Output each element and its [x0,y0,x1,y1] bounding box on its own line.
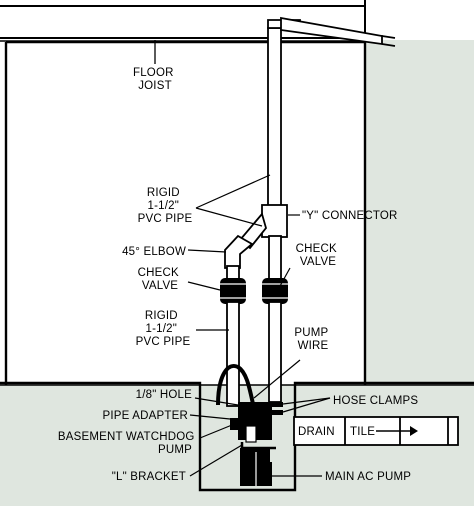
y-connector-label: "Y" CONNECTOR [302,210,398,222]
right-pipe-lower [268,235,282,281]
tile-label: TILE [350,426,375,438]
elbow-45-label: 45° ELBOW [122,246,186,258]
basement-outline [4,40,367,385]
pipe-adapter-label: PIPE ADAPTER [103,410,188,422]
l-bracket-label: "L" BRACKET [112,471,186,483]
main-pump-icon [240,448,272,486]
check-valve-left-label: CHECK VALVE [138,267,183,292]
basement-floor [0,381,474,492]
check-valve-icon [262,278,288,304]
main-pump-label: MAIN AC PUMP [325,471,411,483]
check-valve-icon [220,278,246,304]
pump-wire [216,363,255,406]
floor-joist [0,0,366,42]
hole-label: 1/8" HOLE [136,389,193,401]
rigid-pipe-upper-label: RIGID 1-1/2" PVC PIPE [138,187,193,225]
right-pipe-down [268,301,282,403]
elbow-45 [224,234,254,269]
leader-lines [187,174,331,477]
soil-area [0,40,474,506]
backup-pump-label: BASEMENT WATCHDOG PUMP [58,431,198,456]
left-pipe-down [226,301,240,407]
floor-joist-label: FLOOR JOIST [133,67,177,92]
rigid-pipe-lower-label: RIGID 1-1/2" PVC PIPE [136,310,191,348]
hose-clamps-label: HOSE CLAMPS [333,395,418,407]
pump-wire-label: PUMP WIRE [294,327,331,352]
drain-label: DRAIN [298,426,335,438]
left-pipe-upper [226,265,240,281]
drain-tile-arrowhead [410,426,418,436]
check-valve-right-label: CHECK VALVE [296,243,341,268]
pump-icon [230,402,283,450]
